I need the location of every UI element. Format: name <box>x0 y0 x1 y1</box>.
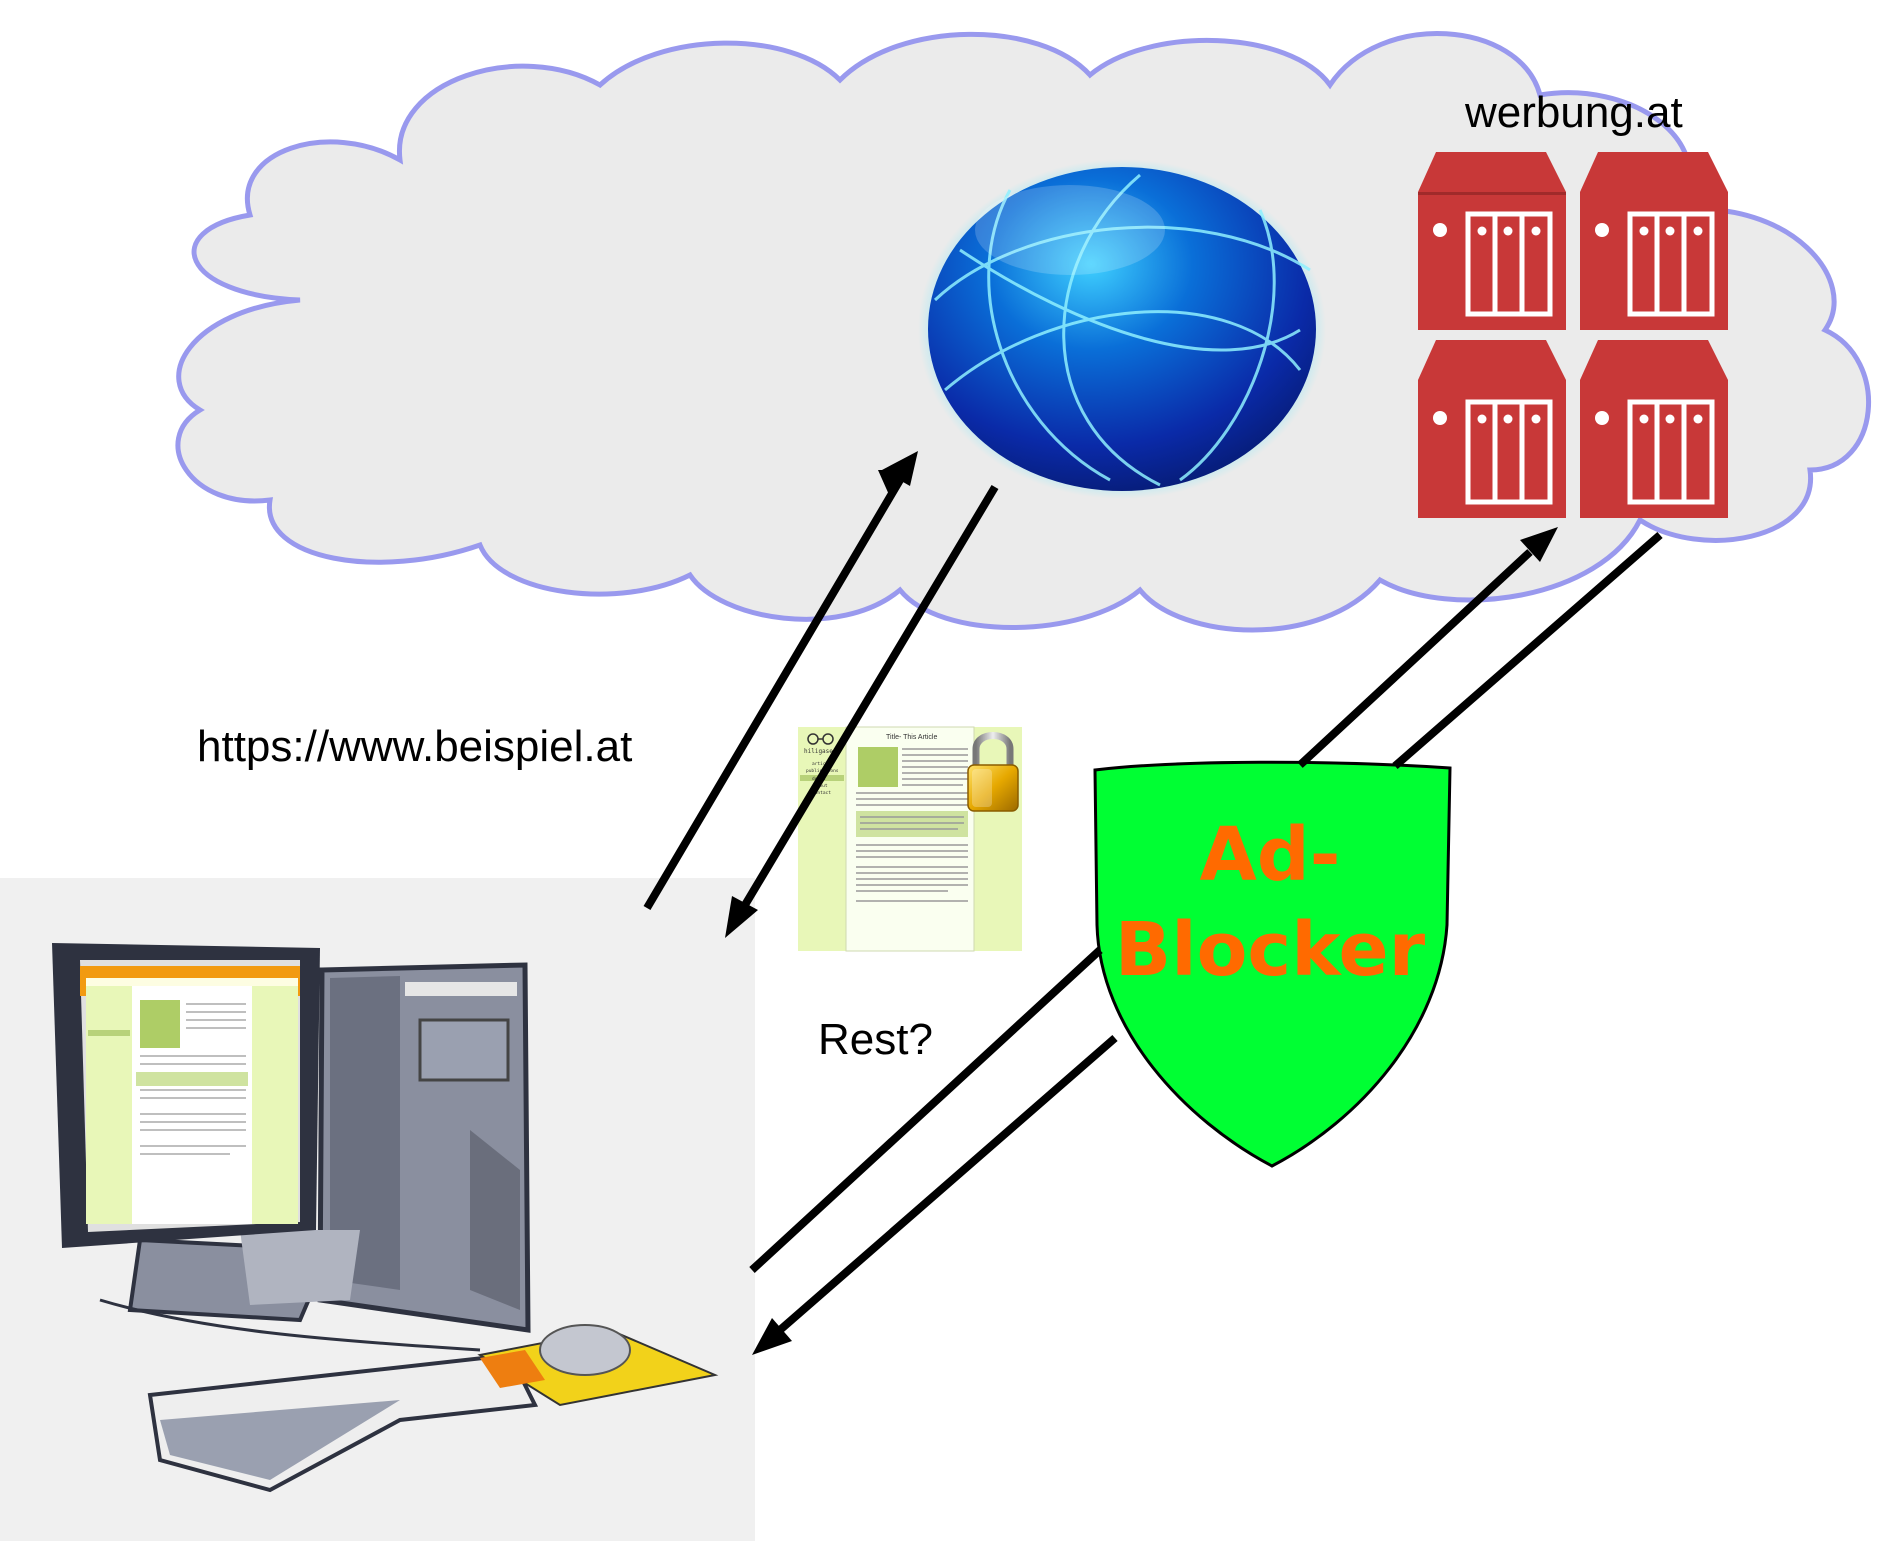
thumbnail-title: Title- This Article <box>886 734 937 741</box>
request-url-label: https://www.beispiel.at <box>197 722 633 771</box>
padlock-icon <box>967 732 1019 812</box>
arrow-request-to-globe <box>643 477 904 911</box>
ad-server-icon <box>1418 152 1728 518</box>
thumbnail-nav-item: articles <box>812 761 834 767</box>
arrow-rest-to-client <box>777 1034 1118 1334</box>
webpage-thumbnail: hiligaser Title- This Article articles p… <box>798 726 1022 952</box>
arrow-client-to-blocker <box>749 947 1103 1273</box>
rest-question-label: Rest? <box>818 1015 933 1064</box>
arrow-ads-to-shield <box>1392 531 1663 770</box>
thumbnail-nav-item: contact <box>812 790 831 796</box>
shield-icon: Ad- Blocker <box>1093 760 1452 1168</box>
internet-globe-icon <box>918 159 1326 499</box>
arrow-request-to-ads <box>1297 549 1533 768</box>
thumbnail-logo: hiligaser <box>804 748 837 755</box>
arrowhead <box>725 896 758 938</box>
arrowhead <box>1520 527 1558 562</box>
desktop-computer-icon <box>52 943 719 1493</box>
ad-server-domain-label: werbung.at <box>1465 88 1683 137</box>
adblocker-label-line1: Ad- <box>1200 812 1341 898</box>
arrows <box>643 451 1663 1355</box>
thumbnail-nav-item: about <box>814 783 828 789</box>
arrowhead <box>882 451 918 486</box>
arrow-response-to-client <box>738 484 999 913</box>
adblocker-label-line2: Blocker <box>1115 907 1426 993</box>
arrowhead <box>752 1318 792 1355</box>
